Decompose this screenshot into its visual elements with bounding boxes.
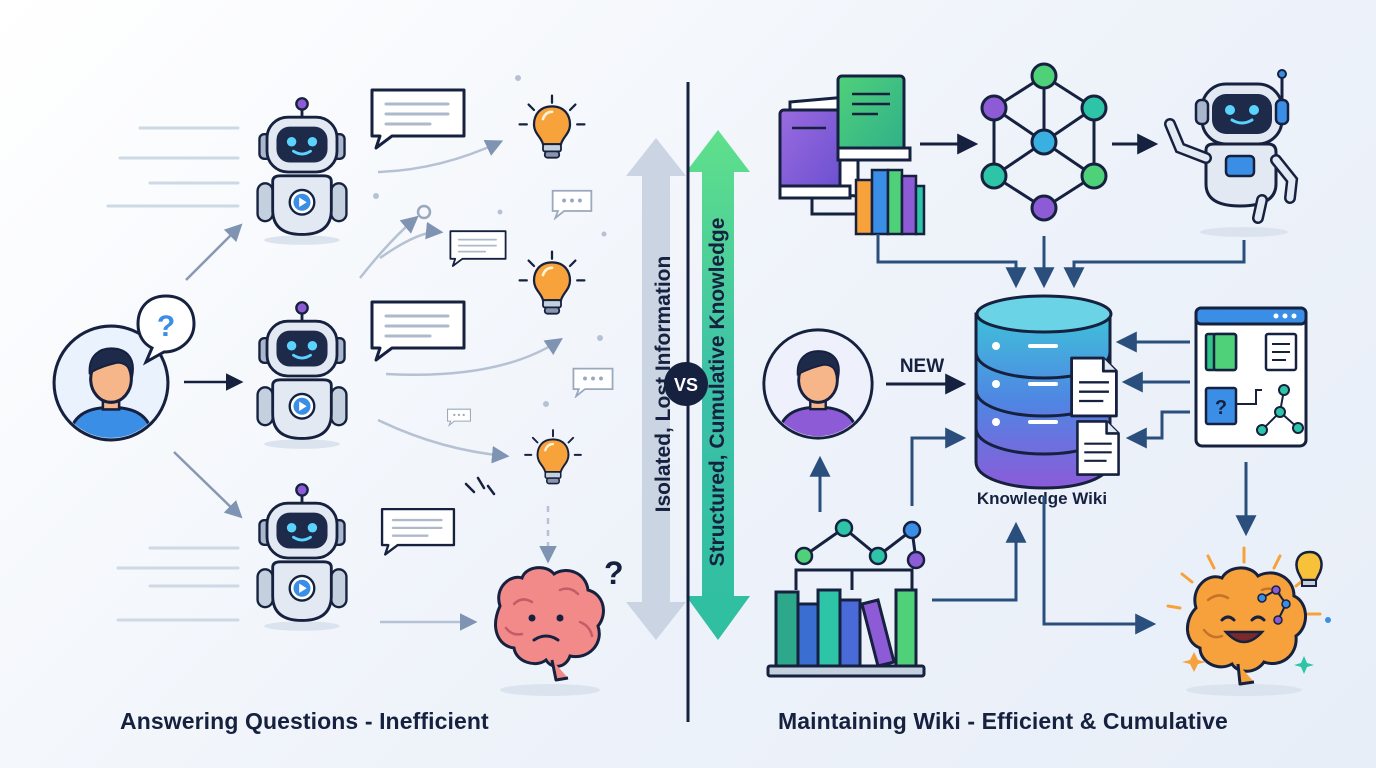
left-panel: ? <box>54 75 624 696</box>
window-question-mark: ? <box>1215 397 1227 419</box>
chat-dots-icon <box>551 189 593 219</box>
lightbulb-icon <box>518 250 586 316</box>
chat-dots-icon <box>446 408 472 426</box>
question-bubble-icon: ? <box>136 294 196 366</box>
robot-icon <box>256 96 348 247</box>
wiki-window-icon: ? <box>1194 306 1308 448</box>
robot-icon <box>256 482 348 633</box>
question-mark-label: ? <box>157 310 175 343</box>
user-to-robot-arrows <box>173 223 244 519</box>
shelf-arrows <box>809 427 1157 635</box>
chat-dots-icon <box>572 367 614 398</box>
left-axis-label: Isolated, Lost Information <box>652 256 675 513</box>
new-label: NEW <box>900 356 944 377</box>
scattered-arrows <box>359 139 563 631</box>
feed-arrows <box>876 234 1246 289</box>
robot-icon <box>256 300 348 451</box>
waving-robot-icon <box>1164 69 1299 237</box>
vs-badge <box>664 362 708 406</box>
window-arrows <box>1115 331 1257 537</box>
wiki-label: Knowledge Wiki <box>977 489 1107 508</box>
right-caption: Maintaining Wiki - Efficient & Cumulativ… <box>778 708 1228 734</box>
lightbulb-icon <box>518 94 586 160</box>
left-caption: Answering Questions - Inefficient <box>120 708 489 734</box>
document-icon <box>1076 420 1120 476</box>
right-axis-label: Structured, Cumulative Knowledge <box>706 218 729 567</box>
gray-double-arrow <box>626 138 686 640</box>
chat-bubble-icon <box>370 88 466 150</box>
confused-brain-icon: ? <box>464 476 624 696</box>
user-avatar-icon <box>764 330 872 440</box>
vs-label: VS <box>674 375 698 395</box>
chat-bubble-icon <box>370 300 466 362</box>
network-graph-icon <box>980 62 1108 222</box>
confused-question-mark: ? <box>604 555 624 591</box>
chat-bubble-icon <box>380 507 456 556</box>
right-panel: Knowledge Wiki NEW ? <box>764 62 1331 696</box>
chat-bubble-icon <box>449 230 507 267</box>
books-icon <box>778 74 926 236</box>
bookshelf-icon <box>766 518 926 678</box>
center-comparison: Isolated, Lost Information Structured, C… <box>626 82 750 722</box>
speed-lines <box>106 126 240 622</box>
green-double-arrow <box>686 130 750 640</box>
lightbulb-icon <box>523 428 583 485</box>
document-icon <box>1070 356 1118 418</box>
happy-brain-icon <box>1166 546 1331 696</box>
